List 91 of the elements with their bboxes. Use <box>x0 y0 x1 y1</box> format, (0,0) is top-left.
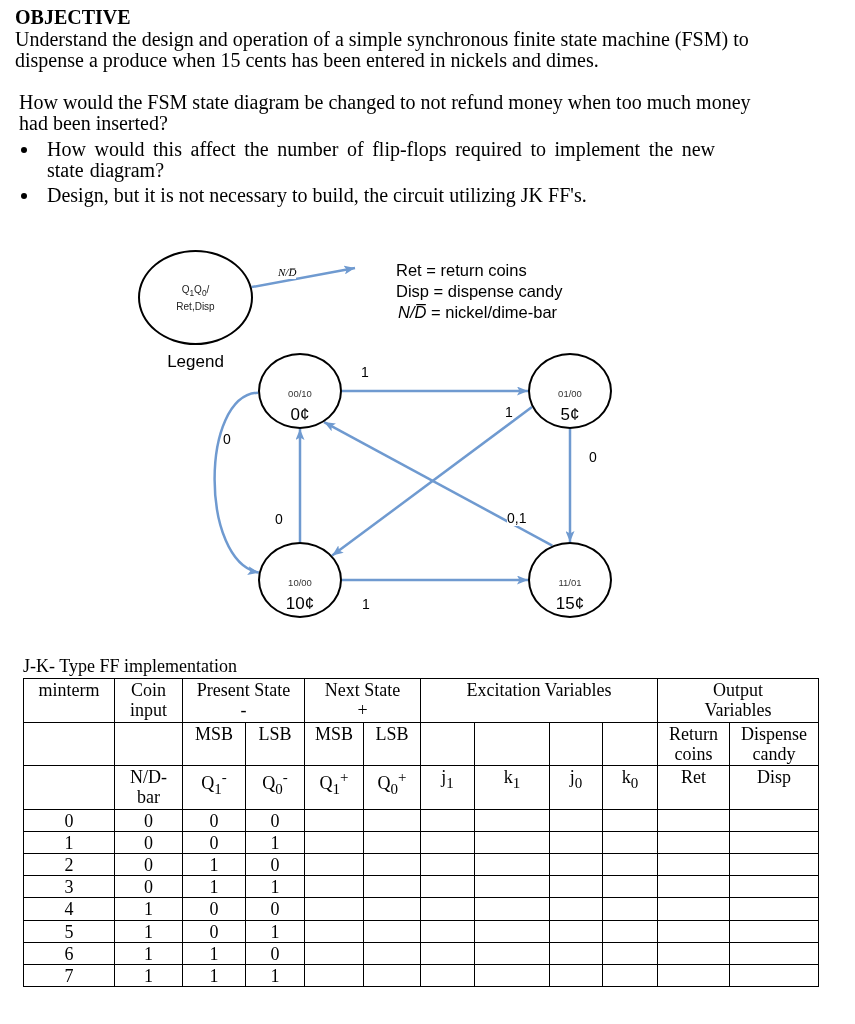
state-value: 0¢ <box>290 405 310 425</box>
column-header: j$_{0}$ <box>569 767 583 793</box>
state-circle <box>528 353 612 429</box>
table-value: 1 <box>209 854 219 875</box>
paragraph: Understand the design and operation of a simple synchronous finite state machine (FSM) to dispense a produce when 15 cents has been entered in nickels and dimes. <box>15 29 750 71</box>
state-circle <box>528 542 612 618</box>
arrow <box>331 406 533 557</box>
edge-label: 0 <box>275 511 283 527</box>
table-value: 0 <box>270 810 280 831</box>
column-header: k$_{1}$ <box>503 767 521 793</box>
column-header: Disp <box>757 767 791 787</box>
minterm-number: 1 <box>64 832 74 853</box>
column-header: j$_{1}$ <box>441 767 454 793</box>
table-value: 0 <box>209 832 219 853</box>
table-value: 1 <box>144 921 153 942</box>
column-header: MSB <box>195 724 233 744</box>
column-header: LSB <box>258 724 292 744</box>
column-header: Dispense candy <box>740 724 808 764</box>
state-circle <box>258 353 342 429</box>
bullet-text: How would this affect the number of flip-flops required to implement the new state diagram? <box>47 139 715 181</box>
minterm-number: 6 <box>64 943 74 964</box>
minterm-number: 3 <box>64 876 74 897</box>
column-header: MSB <box>315 724 353 744</box>
column-header: Present State - <box>195 680 292 720</box>
heading: OBJECTIVE <box>15 5 131 29</box>
table-value: 1 <box>270 876 280 897</box>
bullet-text: Design, but it is not necessary to build, the circuit utilizing JK FF's. <box>47 185 587 206</box>
table-value: 1 <box>270 965 280 986</box>
table-value: 0 <box>144 810 153 831</box>
column-header: LSB <box>375 724 409 744</box>
table-value: 0 <box>144 832 153 853</box>
edge-label: 1 <box>505 404 513 420</box>
state-code: 00/10 <box>288 388 312 400</box>
state-label: Q$_{1}$Q$_{0}$/ Ret,Disp <box>176 282 215 313</box>
edge-label: 0 <box>589 449 597 465</box>
table-value: 1 <box>209 965 219 986</box>
arrow <box>342 386 528 396</box>
arrow <box>565 429 575 542</box>
table-value: 1 <box>144 943 153 964</box>
question-text: How would the FSM state diagram be changed to not refund money when too much money had been inserted? <box>19 92 752 134</box>
column-header: Next State + <box>323 680 402 720</box>
table-value: 1 <box>144 965 153 986</box>
table-value: 0 <box>270 854 280 875</box>
arrow <box>342 575 528 585</box>
table-value: 0 <box>209 899 219 919</box>
edge-label: 1 <box>361 364 369 380</box>
table-value: 0 <box>209 921 219 942</box>
key-text: Disp = dispense candy <box>396 282 563 301</box>
column-header: Excitation Variables <box>466 680 612 700</box>
table-value: 0 <box>144 876 153 897</box>
state-circle <box>258 542 342 618</box>
table-value: 0 <box>270 943 280 964</box>
table-value: 0 <box>209 810 219 831</box>
key-text: N/D̅ = nickel/dime-bar <box>398 303 558 322</box>
state-code: 10/00 <box>288 577 312 589</box>
edge-label: 0,1 <box>507 510 527 526</box>
column-header: Coin input <box>129 680 168 720</box>
column-header: Return coins <box>668 724 719 764</box>
edge-label: N/D̅ <box>278 265 297 279</box>
key-text: Ret = return coins <box>396 261 527 280</box>
table-value: 1 <box>144 899 153 919</box>
edge-label: 1 <box>362 596 370 612</box>
table-value: 1 <box>270 921 280 942</box>
arrow <box>213 391 260 574</box>
state-code: 11/01 <box>558 577 582 589</box>
state-value: 10¢ <box>285 594 315 614</box>
minterm-number: 4 <box>64 899 74 919</box>
minterm-number: 2 <box>64 854 74 875</box>
minterm-number: 5 <box>64 921 74 942</box>
table-value: 0 <box>270 899 280 919</box>
legend-arrow <box>251 265 356 289</box>
table-value: 1 <box>209 876 219 897</box>
minterm-number: 7 <box>64 965 74 986</box>
table-value: 1 <box>270 832 280 853</box>
arrow <box>323 421 553 547</box>
table-caption: J-K- Type FF implementation <box>23 656 237 677</box>
node-caption: Legend <box>166 352 225 372</box>
edge-label: 0 <box>223 431 231 447</box>
state-value: 15¢ <box>555 594 585 614</box>
column-header: N/D-bar <box>129 767 168 807</box>
legend-circle <box>138 250 253 345</box>
table-value: 0 <box>144 854 153 875</box>
arrow <box>295 429 305 542</box>
column-header: minterm <box>38 680 100 700</box>
column-header: Output Variables <box>703 680 773 720</box>
table-value: 1 <box>209 943 219 964</box>
minterm-number: 0 <box>64 810 74 831</box>
state-value: 5¢ <box>560 405 580 425</box>
state-code: 01/00 <box>558 388 582 400</box>
column-header: k$_{0}$ <box>621 767 639 793</box>
column-header: Ret <box>681 767 706 787</box>
